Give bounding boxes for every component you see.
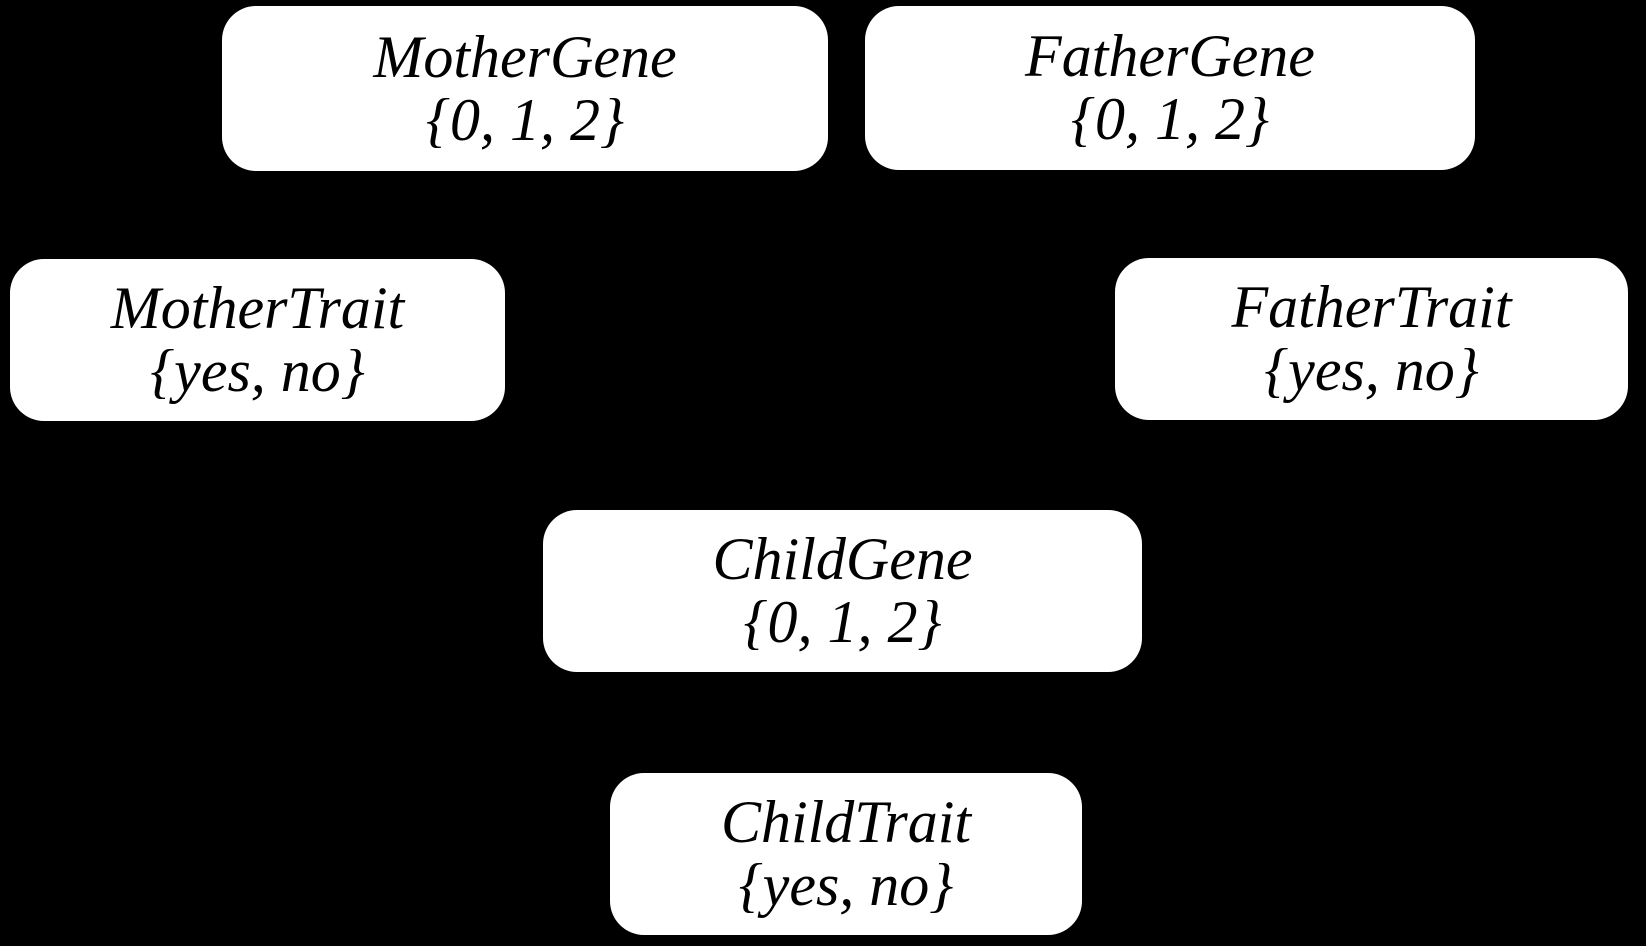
node-father-trait-label: FatherTrait xyxy=(1231,274,1512,340)
node-mother-gene: MotherGene {0, 1, 2} xyxy=(222,6,828,171)
node-mother-trait: MotherTrait {yes, no} xyxy=(10,259,505,421)
node-child-gene-label: ChildGene xyxy=(712,526,973,592)
node-mother-gene-label: MotherGene xyxy=(373,23,677,90)
node-mother-trait-label: MotherTrait xyxy=(110,275,405,341)
node-father-gene: FatherGene {0, 1, 2} xyxy=(865,6,1475,170)
node-mother-trait-values: {yes, no} xyxy=(150,338,365,404)
node-child-gene: ChildGene {0, 1, 2} xyxy=(543,510,1142,672)
node-father-gene-label: FatherGene xyxy=(1025,23,1315,89)
node-mother-gene-values: {0, 1, 2} xyxy=(426,86,624,153)
node-child-gene-values: {0, 1, 2} xyxy=(743,589,942,655)
node-child-trait: ChildTrait {yes, no} xyxy=(610,773,1082,935)
node-father-trait-values: {yes, no} xyxy=(1264,337,1479,403)
node-father-gene-values: {0, 1, 2} xyxy=(1071,86,1269,152)
node-child-trait-values: {yes, no} xyxy=(738,852,954,918)
node-father-trait: FatherTrait {yes, no} xyxy=(1115,258,1628,420)
node-child-trait-label: ChildTrait xyxy=(720,789,972,855)
